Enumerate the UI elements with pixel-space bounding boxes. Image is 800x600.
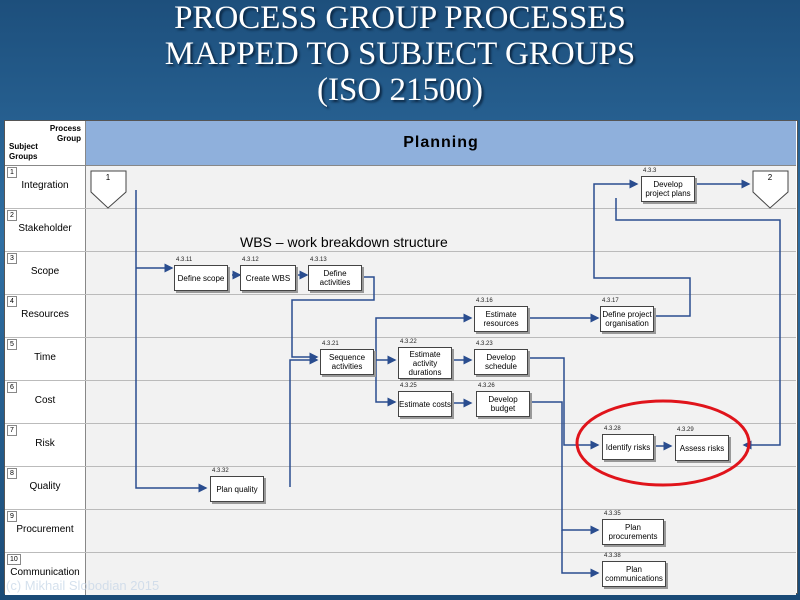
title-line-1: PROCESS GROUP PROCESSES — [174, 0, 626, 36]
slide-title: PROCESS GROUP PROCESSES MAPPED TO SUBJEC… — [0, 0, 800, 108]
row-label: Stakeholder — [18, 223, 72, 234]
copyright-text: (c) Mikhail Slobodian 2015 — [6, 578, 160, 593]
create-wbs-box[interactable]: Create WBS — [240, 265, 296, 291]
row-number: 1 — [7, 167, 17, 178]
develop-project-plans-box[interactable]: Develop project plans — [641, 176, 695, 202]
plan-communications-box[interactable]: Plan communications — [602, 561, 666, 587]
estimate-activity-durations-box[interactable]: Estimate activity durations — [398, 347, 452, 379]
planning-header: Planning — [86, 121, 796, 166]
row-label: Resources — [21, 309, 69, 320]
row-label: Communication — [10, 567, 80, 578]
row-label: Scope — [30, 266, 60, 277]
define-activities-box[interactable]: Define activities — [308, 265, 362, 291]
row-number: 2 — [7, 210, 17, 221]
box-code: 4.3.21 — [322, 341, 339, 347]
risk-highlight-ellipse — [575, 399, 751, 487]
title-line-3: (ISO 21500) — [317, 72, 483, 108]
box-code: 4.3.35 — [604, 511, 621, 517]
end-connector: 2 — [752, 170, 789, 209]
box-code: 4.3.13 — [310, 257, 327, 263]
define-project-organisation-box[interactable]: Define project organisation — [600, 306, 654, 332]
row-label: Risk — [35, 438, 55, 449]
develop-budget-box[interactable]: Develop budget — [476, 391, 530, 417]
box-code: 4.3.32 — [212, 468, 229, 474]
define-scope-box[interactable]: Define scope — [174, 265, 228, 291]
sequence-activities-box[interactable]: Sequence activities — [320, 349, 374, 375]
box-code: 4.3.3 — [643, 168, 657, 174]
row-number: 10 — [7, 554, 21, 565]
box-code: 4.3.23 — [476, 341, 493, 347]
box-code: 4.3.28 — [604, 426, 621, 432]
plan-procurements-box[interactable]: Plan procurements — [602, 519, 664, 545]
box-code: 4.3.16 — [476, 298, 493, 304]
row-number: 9 — [7, 511, 17, 522]
box-code: 4.3.11 — [176, 257, 193, 263]
end-connector-label: 2 — [767, 172, 773, 182]
start-connector: 1 — [90, 170, 127, 209]
wbs-annotation: WBS – work breakdown structure — [240, 234, 448, 250]
develop-schedule-box[interactable]: Develop schedule — [474, 349, 528, 375]
start-connector-label: 1 — [105, 172, 111, 182]
box-code: 4.3.38 — [604, 553, 621, 559]
row-label: Quality — [29, 481, 61, 492]
connector-shape — [752, 170, 789, 209]
estimate-costs-box[interactable]: Estimate costs — [398, 391, 452, 417]
row-number: 8 — [7, 468, 17, 479]
row-label: Time — [34, 352, 56, 363]
row-label: Procurement — [16, 524, 74, 535]
box-code: 4.3.12 — [242, 257, 259, 263]
title-line-2: MAPPED TO SUBJECT GROUPS — [164, 36, 636, 72]
row-number: 3 — [7, 253, 17, 264]
estimate-resources-box[interactable]: Estimate resources — [474, 306, 528, 332]
connector-shape — [90, 170, 127, 209]
row-number: 5 — [7, 339, 17, 350]
box-code: 4.3.26 — [478, 383, 495, 389]
row-number: 7 — [7, 425, 17, 436]
box-code: 4.3.29 — [677, 427, 694, 433]
box-code: 4.3.25 — [400, 383, 417, 389]
row-label: Integration — [21, 180, 69, 191]
row-label: Cost — [34, 395, 56, 406]
box-code: 4.3.22 — [400, 339, 417, 345]
plan-quality-box[interactable]: Plan quality — [210, 476, 264, 502]
flow-arrows — [135, 179, 781, 578]
assess-risks-box[interactable]: Assess risks — [675, 435, 729, 461]
row-number: 4 — [7, 296, 17, 307]
box-code: 4.3.17 — [602, 298, 619, 304]
row-number: 6 — [7, 382, 17, 393]
identify-risks-box[interactable]: Identify risks — [602, 434, 654, 460]
